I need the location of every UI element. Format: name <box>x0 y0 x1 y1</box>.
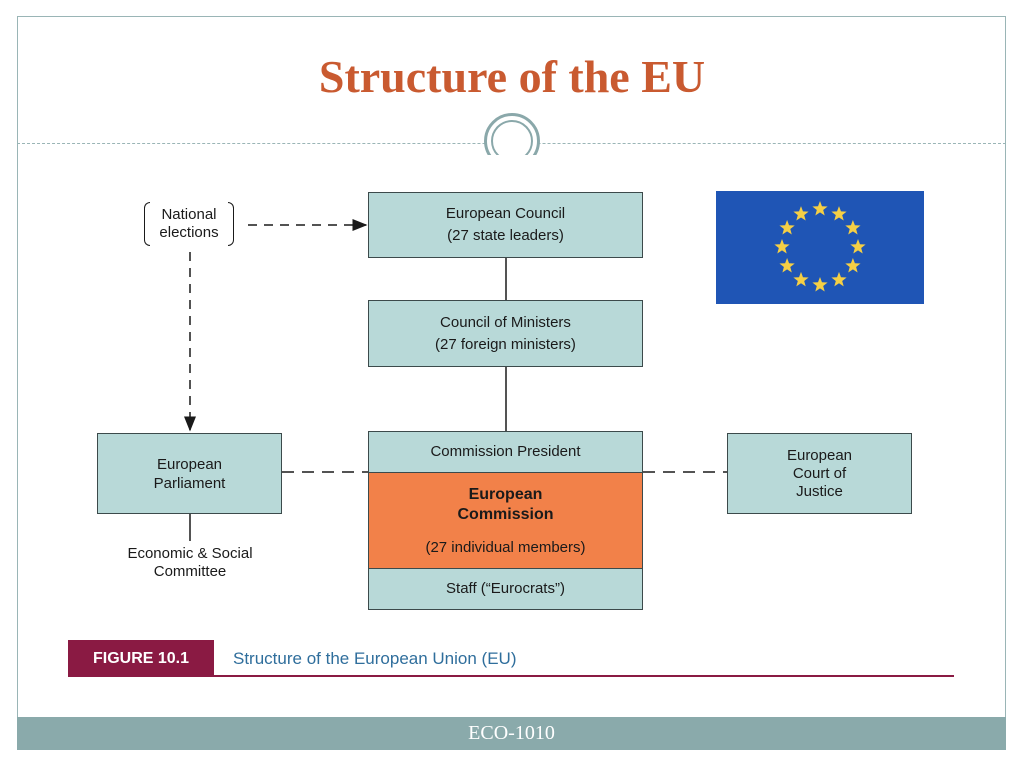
flag-star <box>831 271 847 287</box>
eu-flag-image <box>716 191 924 304</box>
european-commission-box: European Commission (27 individual membe… <box>368 472 643 569</box>
flag-star <box>845 220 861 235</box>
economic-social-committee-label: Economic & Social Committee <box>127 545 253 580</box>
figure-tag: FIGURE 10.1 <box>68 640 214 677</box>
flag-star <box>779 220 795 235</box>
figure-caption: Structure of the European Union (EU) <box>233 649 517 668</box>
flag-star <box>812 201 828 216</box>
european-council-box: European Council (27 state leaders) <box>368 192 643 258</box>
european-parliament-box: European Parliament <box>97 433 282 514</box>
staff-box: Staff (“Eurocrats”) <box>368 568 643 610</box>
flag-star <box>774 239 790 254</box>
flag-star <box>850 239 866 254</box>
national-elections-label: National elections <box>144 202 234 246</box>
eu-flag-stars <box>774 201 866 292</box>
flag-star <box>812 277 828 292</box>
flag-star <box>793 271 809 287</box>
slide-footer: ECO-1010 <box>17 717 1006 750</box>
european-court-of-justice-box: European Court of Justice <box>727 433 912 514</box>
flag-star <box>845 258 861 273</box>
flag-star <box>793 206 809 221</box>
flag-star <box>779 258 795 273</box>
commission-president-box: Commission President <box>368 431 643 473</box>
slide-title: Structure of the EU <box>318 51 706 102</box>
flag-star <box>831 206 847 221</box>
figure-rule <box>68 675 954 677</box>
council-of-ministers-box: Council of Ministers (27 foreign ministe… <box>368 300 643 367</box>
